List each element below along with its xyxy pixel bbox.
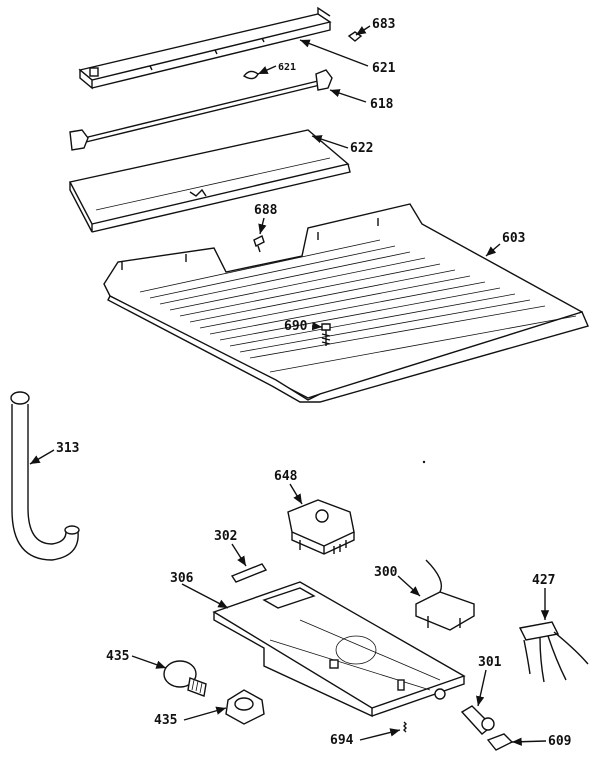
part-302-pin [230,563,268,583]
part-618-rod [69,69,333,151]
label-688: 688 [254,203,278,218]
label-621-rail: 621 [372,61,396,76]
part-313-drain-tube [10,391,80,561]
label-618: 618 [370,97,394,112]
part-435-socket [225,689,265,725]
label-300: 300 [374,565,398,580]
label-694: 694 [330,733,354,748]
part-621-rail [78,6,332,90]
label-648: 648 [274,469,298,484]
label-427: 427 [532,573,555,588]
part-306-housing [212,581,466,718]
label-622: 622 [350,141,373,156]
part-427-connector [518,621,589,683]
part-609-switch [486,733,514,751]
part-621-clip [242,70,259,80]
part-435-bulb [163,660,207,697]
part-690-screw [321,323,331,346]
label-313: 313 [56,441,79,456]
label-306: 306 [170,571,194,586]
label-435-socket: 435 [154,713,177,728]
label-683: 683 [372,17,395,32]
leader-lines [29,25,550,746]
part-300-socket [415,559,475,631]
callout-labels: 683 621 621 618 622 688 603 690 313 648 … [56,17,571,749]
label-609: 609 [548,734,571,749]
part-622-trough [68,129,351,233]
label-621-clip: 621 [278,62,296,73]
label-435-bulb: 435 [106,649,129,664]
part-694-pin [403,721,407,733]
label-302: 302 [214,529,237,544]
part-603-shelf [103,203,589,403]
stray-mark [422,460,426,464]
part-301-plunger [460,705,495,735]
part-648-control [287,499,355,555]
label-301: 301 [478,655,502,670]
part-688-screw [253,235,265,253]
label-603: 603 [502,231,525,246]
label-690: 690 [284,319,308,334]
